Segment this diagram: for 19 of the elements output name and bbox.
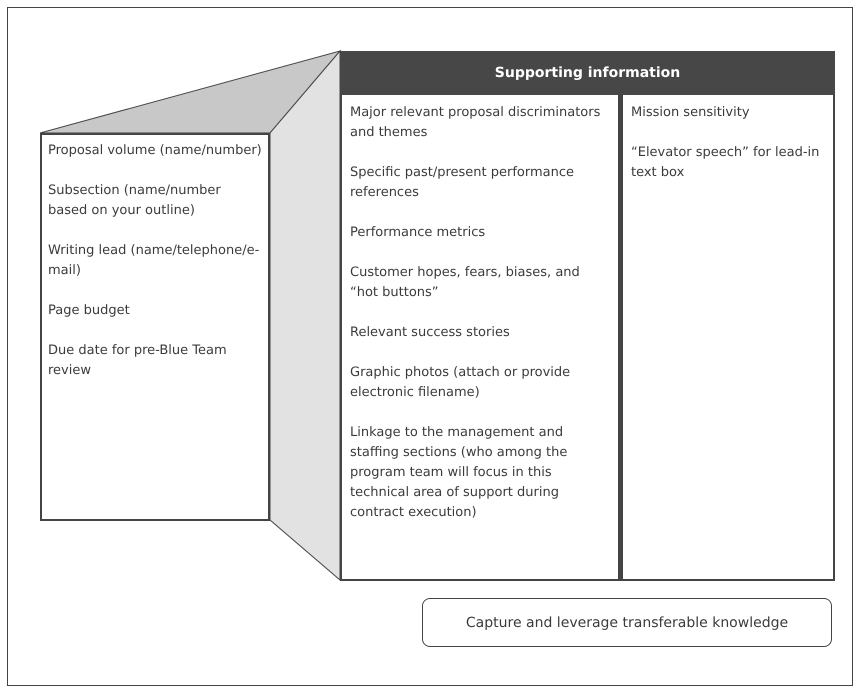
list-item-text: Mission sensitivity — [631, 104, 751, 122]
box-text: Capture and leverage transferable knowledge — [466, 614, 788, 632]
list-item-text: “Elevator speech” for lead-in text box — [631, 144, 820, 182]
list-item-text: Linkage to the management and staffing sections (who among the program team will focus in this technical area of support during contract execution) — [350, 424, 568, 522]
list-item-text: Specific past/present performance references — [350, 164, 576, 202]
list-item-text: Proposal volume (name/number) — [48, 142, 262, 160]
rounded-box — [422, 598, 832, 647]
list-item-text: Due date for pre-Blue Team review — [48, 342, 228, 380]
info-box — [40, 133, 270, 521]
header-bar: Supporting information — [340, 51, 835, 95]
list-item-text: Relevant success stories — [350, 324, 511, 342]
list-item-text: Major relevant proposal discriminators and themes — [350, 104, 602, 142]
list-item-text: Writing lead (name/telephone/e-mail) — [48, 242, 260, 280]
list-item-text: Graphic photos (attach or provide electronic filename) — [350, 364, 572, 402]
list-item-text: Performance metrics — [350, 224, 486, 242]
list-item-text: Subsection (name/number based on your outline) — [48, 182, 222, 220]
list-item-text: Customer hopes, fears, biases, and “hot buttons” — [350, 264, 581, 302]
list-item-text: Page budget — [48, 302, 131, 320]
supporting-information-panel — [340, 51, 835, 581]
